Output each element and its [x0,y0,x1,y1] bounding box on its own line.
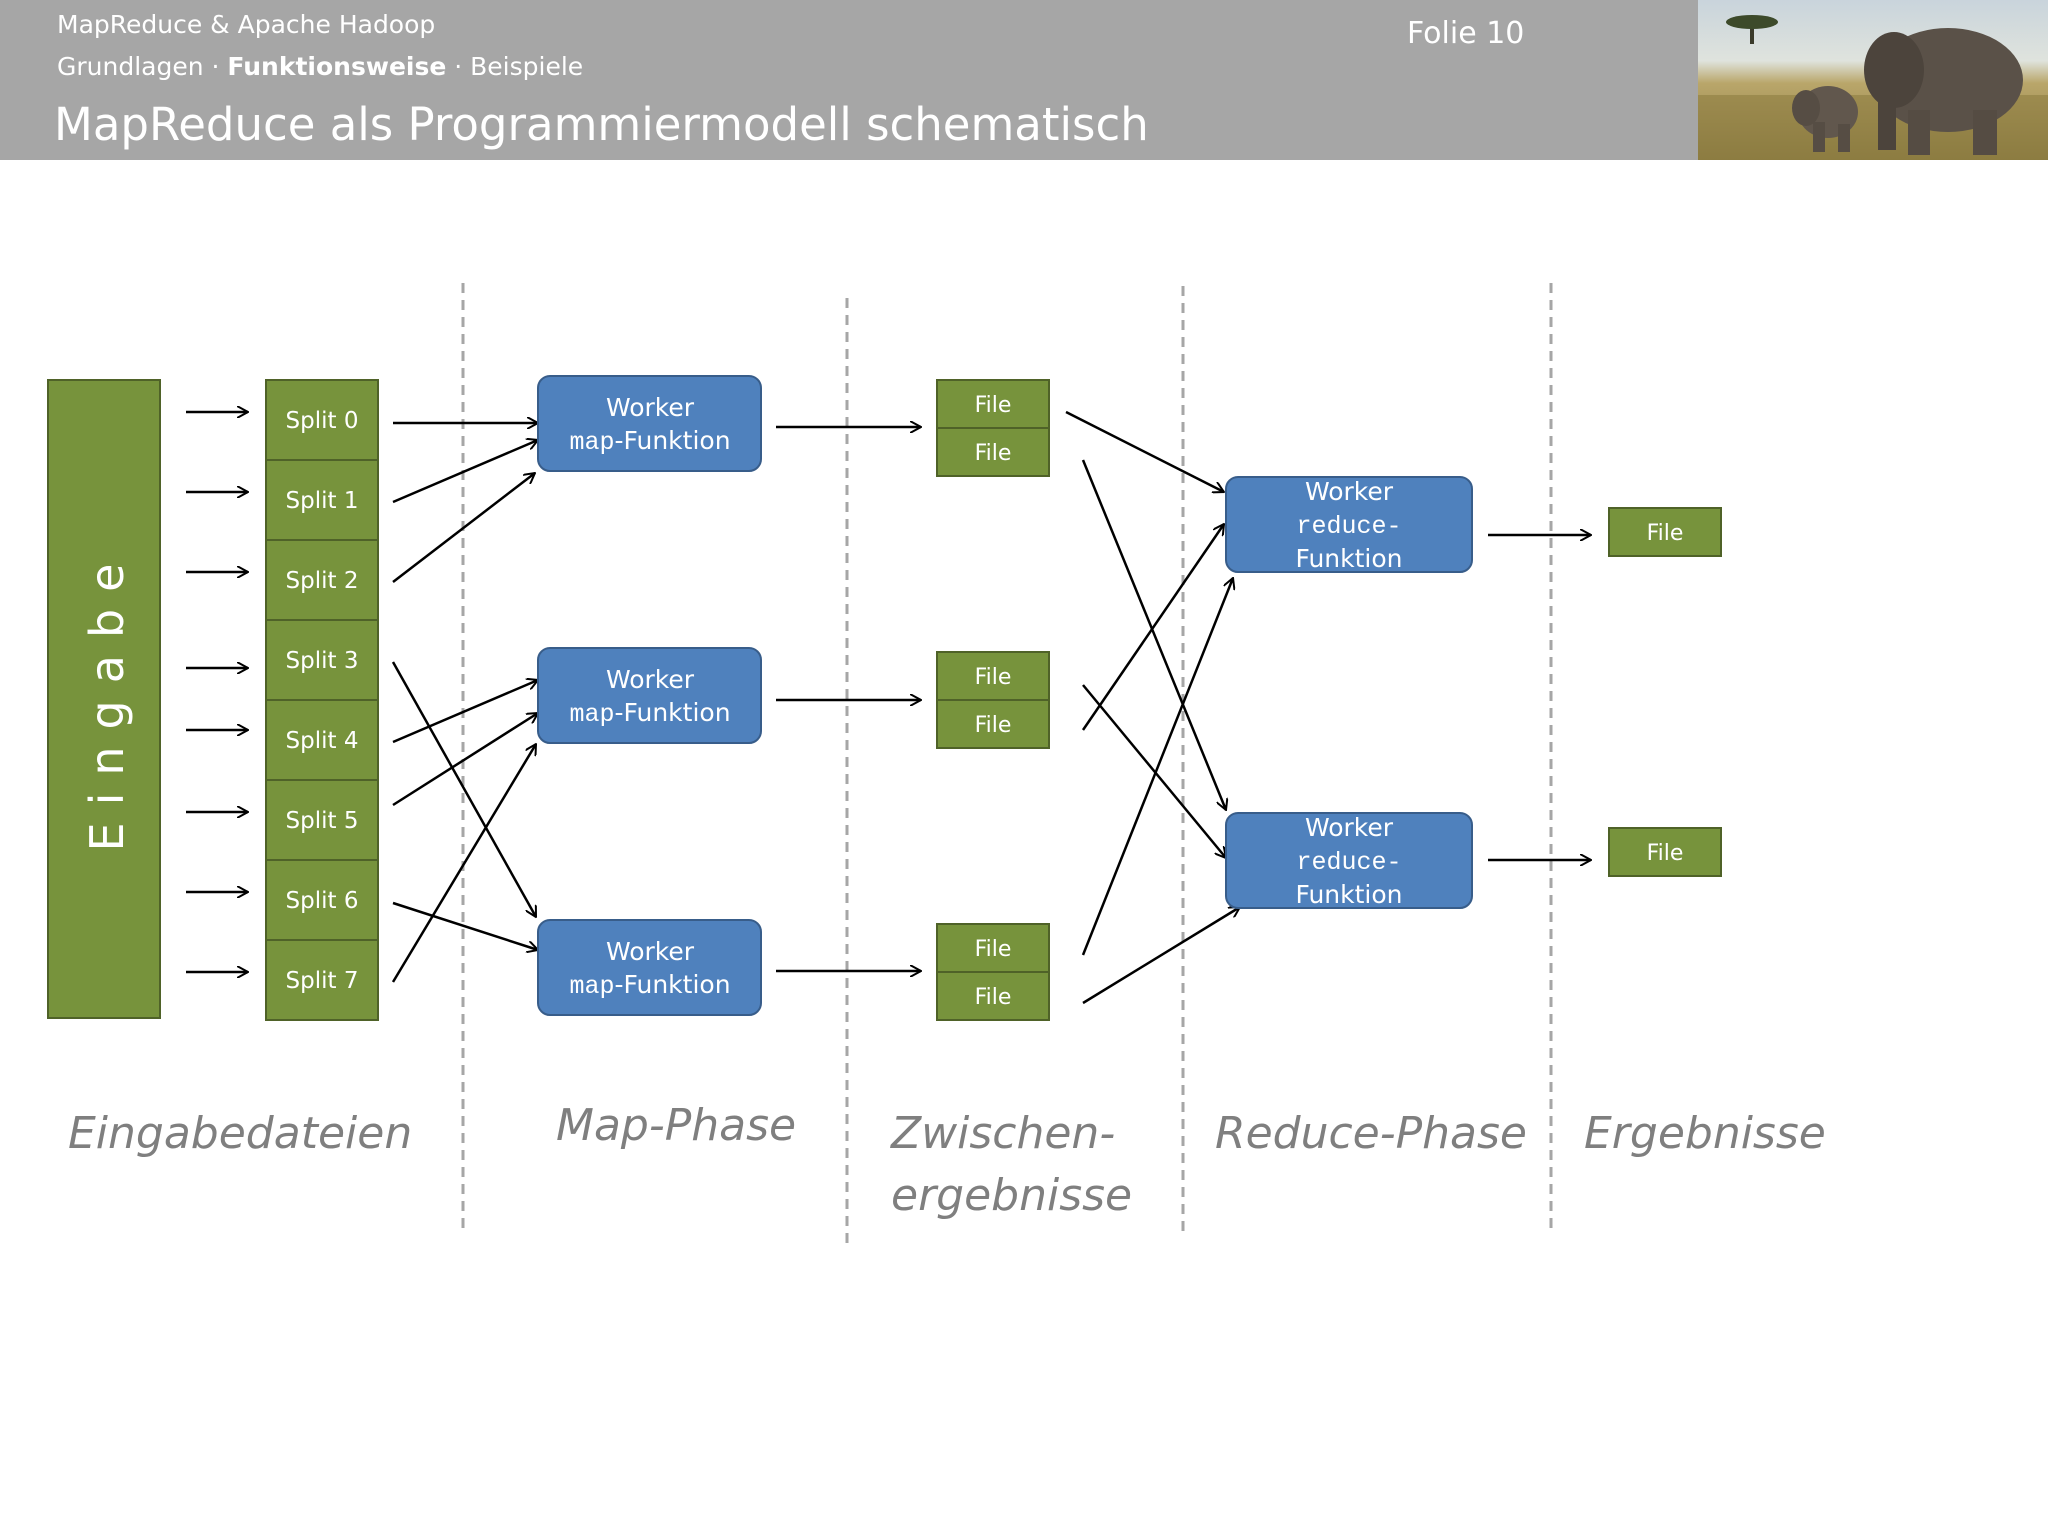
split-7 [265,939,379,1021]
split-6-label: Split 6 [286,888,359,914]
phase-label-results: Ergebnisse [1584,1108,1826,1159]
phase-labels: Eingabedateien Map-Phase Zwischen- ergeb… [68,1100,1826,1221]
split-7-label: Split 7 [286,968,359,994]
split-to-map-arrows [391,423,538,983]
split-column: Split 0 Split 1 Split 2 Split 3 Split 4 … [265,379,379,1021]
breadcrumb-before: Grundlagen · [57,52,228,81]
input-arrows [186,412,248,972]
svg-text:File: File [1647,841,1684,866]
map-worker-1-func: map-Funktion [569,426,730,457]
slide-title: MapReduce als Programmiermodell schemati… [54,98,1149,151]
reduce-worker-2-func: reduce- [1296,848,1401,877]
intermediate-file-3b [936,971,1050,1021]
reduce-to-result-arrows [1488,535,1591,860]
intermediate-file-1b [936,427,1050,477]
phase-label-map: Map-Phase [556,1100,796,1151]
reduce-worker-2-title: Worker [1305,813,1394,842]
reduce-worker-1 [1225,476,1473,573]
intermediate-file-2b [936,699,1050,749]
split-0-label: Split 0 [286,408,359,434]
svg-text:File: File [975,665,1012,690]
result-file-1 [1608,507,1722,557]
map-worker-2-title: Worker [606,665,695,694]
phase-label-reduce: Reduce-Phase [1215,1108,1527,1159]
result-files: File File [1608,507,1722,877]
svg-text:File: File [975,441,1012,466]
map-worker-1 [537,375,762,472]
breadcrumb: Grundlagen · Funktionsweise · Beispiele [57,52,583,81]
phase-label-intermediate-2: ergebnisse [891,1170,1132,1221]
reduce-worker-1-suffix: Funktion [1295,544,1402,573]
input-label: Eingabe [80,547,134,852]
split-5-label: Split 5 [286,808,359,834]
split-1 [265,459,379,541]
elephant-photo [1698,0,2048,160]
map-worker-2-func: map-Funktion [569,698,730,729]
intermediate-file-3a [936,923,1050,973]
slide-number: Folie 10 [1407,16,1525,51]
split-3-label: Split 3 [286,648,359,674]
phase-separators [461,283,1553,1245]
svg-text:File: File [1647,521,1684,546]
result-file-2 [1608,827,1722,877]
split-2 [265,539,379,621]
reduce-worker-2 [1225,812,1473,909]
reduce-workers: Worker reduce- Funktion Worker reduce- F… [1225,476,1473,909]
reduce-worker-1-title: Worker [1305,477,1394,506]
split-0 [265,379,379,461]
intermediate-file-1a [936,379,1050,429]
reduce-worker-2-suffix: Funktion [1295,880,1402,909]
svg-text:File: File [975,393,1012,418]
course-title: MapReduce & Apache Hadoop [57,10,436,39]
split-6 [265,859,379,941]
split-3 [265,619,379,701]
split-1-label: Split 1 [286,488,359,514]
split-4-label: Split 4 [286,728,359,754]
input-block [47,379,161,1019]
map-worker-3-title: Worker [606,937,695,966]
split-5 [265,779,379,861]
svg-text:File: File [975,713,1012,738]
breadcrumb-after: · Beispiele [446,52,584,81]
map-worker-1-title: Worker [606,393,695,422]
phase-label-input: Eingabedateien [68,1108,412,1159]
map-worker-3 [537,919,762,1016]
intermediate-files: File File File File File File [936,379,1050,1021]
map-worker-2 [537,647,762,744]
shuffle-arrows [1065,410,1240,1005]
split-4 [265,699,379,781]
intermediate-file-2a [936,651,1050,701]
map-worker-3-func: map-Funktion [569,970,730,1001]
split-2-label: Split 2 [286,568,359,594]
phase-label-intermediate-1: Zwischen- [890,1108,1115,1159]
svg-text:File: File [975,985,1012,1010]
reduce-worker-1-func: reduce- [1296,512,1401,541]
map-workers: Worker map-Funktion Worker map-Funktion … [537,375,762,1016]
svg-text:File: File [975,937,1012,962]
breadcrumb-current: Funktionsweise [227,52,447,81]
map-to-file-arrows [776,427,921,971]
